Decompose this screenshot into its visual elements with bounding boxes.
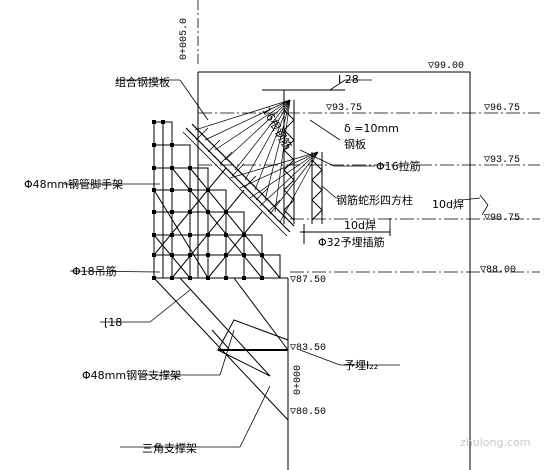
- formwork-ties: [195, 127, 281, 213]
- elevation-left-1: ▽87.50: [290, 275, 326, 286]
- label-beam: I 28: [338, 73, 359, 86]
- elevation-right-2: ▽93.75: [484, 155, 520, 166]
- elevation-right-4: ▽88.00: [480, 265, 516, 276]
- watermark: zhulong.com: [460, 436, 530, 449]
- label-plate-thickness: δ =10mm: [344, 122, 399, 135]
- embedded-dowel: [300, 224, 391, 244]
- scaffold-joints: [152, 120, 264, 280]
- label-embedded-bar: Φ32予埋插筋: [318, 235, 385, 249]
- leader-lines: [64, 79, 489, 448]
- inclined-formwork: [182, 123, 295, 237]
- station-top: 0+005.0: [179, 18, 190, 60]
- center-line: [197, 0, 289, 420]
- tie-bars-upper: [194, 99, 291, 213]
- dam-outline: [197, 71, 471, 470]
- elevation-right-1: ▽96.75: [484, 103, 520, 114]
- label-steel-plate: 钢板: [344, 137, 366, 151]
- label-weld-a: 10d焊: [432, 197, 464, 211]
- label-embedded-i: 予埋I₂₂: [344, 359, 378, 372]
- label-triangle-frame: 三角支撑架: [142, 441, 197, 455]
- elevation-left-2: ▽83.50: [290, 343, 326, 354]
- label-support-frame: Φ48mm钢管支撑架: [82, 368, 181, 382]
- elevation-right-3: ▽90.75: [484, 213, 520, 224]
- station-bottom: 0+000: [293, 365, 304, 395]
- elevation-lines: [198, 112, 540, 273]
- label-tie-bar: Φ16拉筋: [376, 159, 421, 173]
- truss-column-short: [311, 152, 323, 224]
- elevation-top: ▽99.00: [428, 61, 464, 72]
- label-channel: [18: [104, 316, 122, 329]
- elevation-left-3: ▽80.50: [290, 407, 326, 418]
- i-beam: [262, 89, 345, 100]
- label-scaffold: Φ48mm钢管脚手架: [24, 177, 123, 191]
- label-square-column: 钢筋蛇形四方柱: [336, 193, 413, 207]
- elevation-inner-1: ▽93.75: [326, 103, 362, 114]
- label-hanging-bar: Φ18吊筋: [72, 264, 117, 278]
- label-weld-b: 10d焊: [344, 218, 376, 232]
- truss-column-tall: [283, 100, 295, 224]
- label-formwork: 组合钢摸板: [115, 75, 170, 89]
